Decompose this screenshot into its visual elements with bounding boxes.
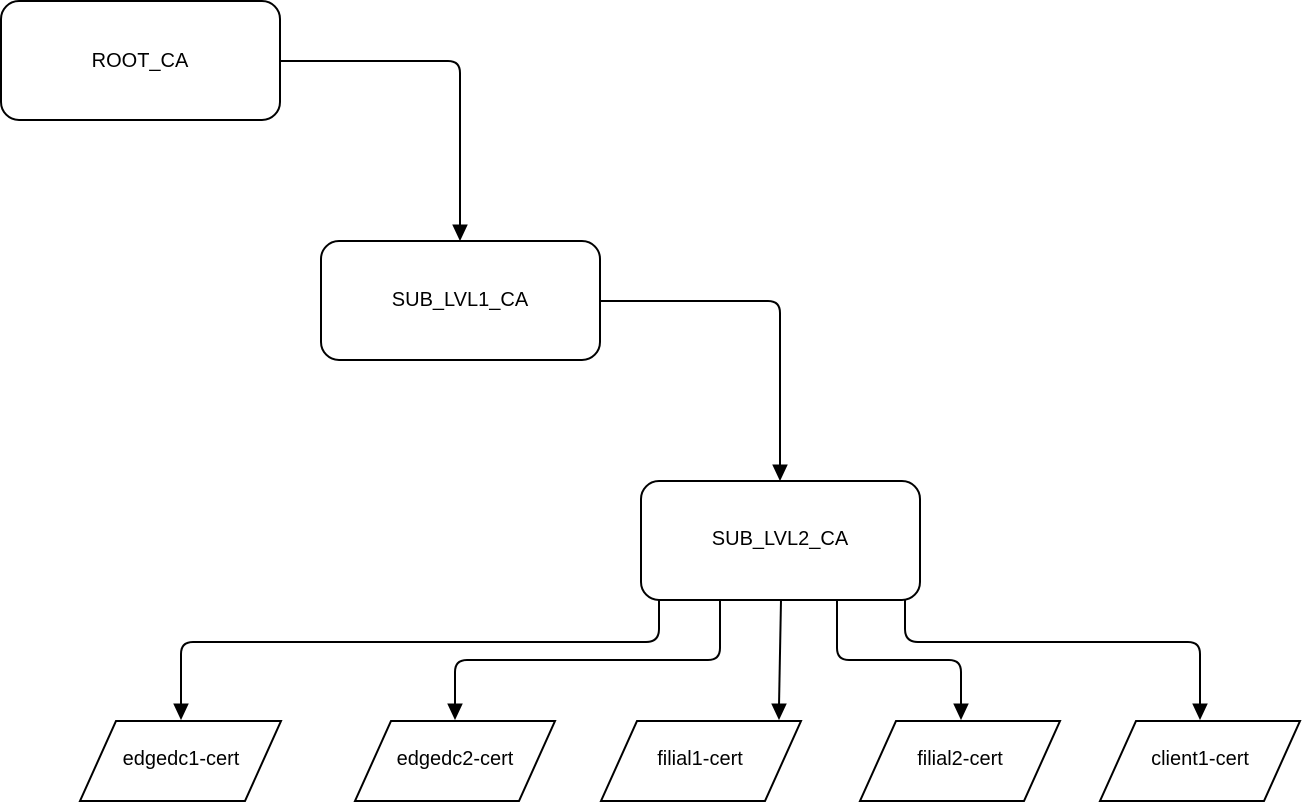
edge-sub-lvl2-to-edgedc2	[447, 600, 721, 721]
node-edgedc2-cert[interactable]: edgedc2-cert	[353, 720, 557, 802]
node-filial2-cert[interactable]: filial2-cert	[858, 720, 1062, 802]
node-label: client1-cert	[1151, 748, 1249, 770]
node-sub-lvl2-ca[interactable]: SUB_LVL2_CA	[640, 480, 921, 601]
node-edgedc1-cert[interactable]: edgedc1-cert	[78, 720, 283, 802]
node-label: edgedc1-cert	[123, 748, 240, 770]
edge-sub-lvl2-to-edgedc1	[173, 600, 660, 721]
edge-root-to-sub-lvl1	[280, 60, 468, 242]
edge-sub-lvl2-to-filial2	[836, 600, 969, 721]
edge-sub-lvl2-to-client1	[904, 600, 1208, 721]
node-label: SUB_LVL2_CA	[712, 528, 849, 550]
node-sub-lvl1-ca[interactable]: SUB_LVL1_CA	[320, 240, 601, 361]
node-label: filial1-cert	[657, 748, 743, 770]
node-root-ca[interactable]: ROOT_CA	[0, 0, 281, 121]
node-client1-cert[interactable]: client1-cert	[1098, 720, 1302, 802]
edge-sub-lvl1-to-sub-lvl2	[600, 300, 788, 482]
node-filial1-cert[interactable]: filial1-cert	[599, 720, 803, 802]
node-label: ROOT_CA	[92, 50, 189, 72]
edge-sub-lvl2-to-filial1	[771, 599, 787, 721]
node-label: SUB_LVL1_CA	[392, 289, 529, 311]
node-label: edgedc2-cert	[397, 748, 514, 770]
node-label: filial2-cert	[917, 748, 1003, 770]
edges	[173, 60, 1208, 721]
